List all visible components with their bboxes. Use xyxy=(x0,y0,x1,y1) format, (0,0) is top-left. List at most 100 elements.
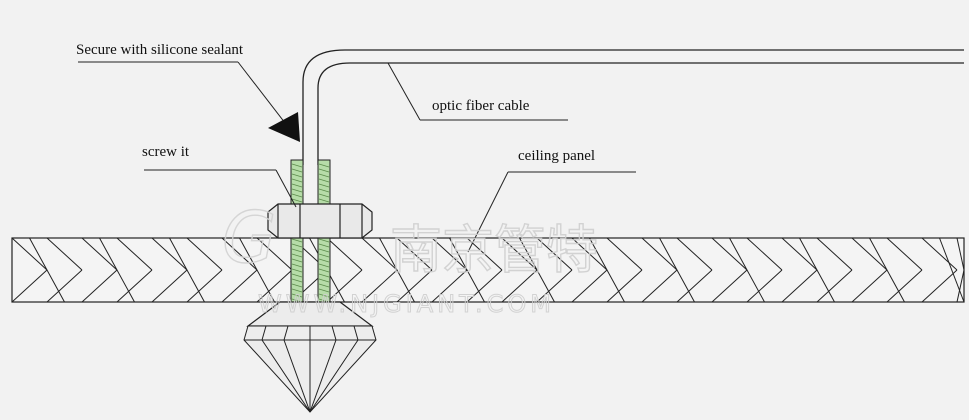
optic-fiber-cable xyxy=(302,49,964,165)
thread-line xyxy=(291,273,303,278)
weave-line xyxy=(501,269,538,303)
thread-line xyxy=(318,238,330,243)
ceiling-panel xyxy=(11,237,965,303)
label-cable: optic fiber cable xyxy=(432,98,530,114)
thread-line xyxy=(318,198,330,203)
weave-line xyxy=(239,237,275,303)
thread-line xyxy=(291,283,303,288)
weave-line xyxy=(781,237,818,271)
thread-line xyxy=(318,253,330,258)
thread-line xyxy=(291,268,303,273)
thread-line xyxy=(291,168,303,173)
thread-line xyxy=(291,248,303,253)
weave-line xyxy=(116,237,153,271)
thread-line xyxy=(291,183,303,188)
thread-line xyxy=(291,263,303,268)
weave-line xyxy=(519,237,555,303)
weave-line xyxy=(29,237,65,303)
callout-sealant: Secure with silicone sealant xyxy=(76,42,300,142)
weave-line xyxy=(536,269,573,303)
thread-line xyxy=(291,278,303,283)
weave-line xyxy=(46,269,83,303)
weave-line xyxy=(536,237,573,271)
weave-line xyxy=(571,237,608,271)
weave-line xyxy=(379,237,415,303)
weave-line xyxy=(361,269,398,303)
weave-line xyxy=(46,237,83,271)
watermark-chinese: 南京管特 xyxy=(390,221,598,281)
thread-line xyxy=(318,243,330,248)
thread-line xyxy=(318,278,330,283)
weave-line xyxy=(676,237,713,271)
weave-line xyxy=(396,237,433,271)
callout-panel: ceiling panel xyxy=(467,148,636,253)
thread-line xyxy=(291,238,303,243)
weave-line xyxy=(11,269,48,303)
watermark-logo: G xyxy=(222,197,276,279)
thread-line xyxy=(291,253,303,258)
weave-line xyxy=(921,237,958,271)
weave-line xyxy=(816,269,853,303)
thread-line xyxy=(318,188,330,193)
weave-line xyxy=(641,237,678,271)
label-panel: ceiling panel xyxy=(518,148,595,164)
thread-line xyxy=(291,288,303,293)
thread-line xyxy=(318,263,330,268)
weave-line xyxy=(186,269,223,303)
thread-line xyxy=(291,178,303,183)
watermark-url: WWW.NJGIANT.COM xyxy=(258,290,555,318)
weave-line xyxy=(396,269,433,303)
weave-line xyxy=(921,269,958,303)
weave-line xyxy=(781,269,818,303)
label-sealant: Secure with silicone sealant xyxy=(76,42,244,58)
weave-line xyxy=(886,269,923,303)
thread-line xyxy=(318,173,330,178)
weave-line xyxy=(956,237,965,271)
thread-line xyxy=(318,288,330,293)
weave-line xyxy=(729,237,765,303)
thread-line xyxy=(318,168,330,173)
weave-line xyxy=(939,237,965,303)
thread-line xyxy=(291,198,303,203)
thread-line xyxy=(291,258,303,263)
weave-line xyxy=(221,269,258,303)
thread-line xyxy=(291,193,303,198)
weave-line xyxy=(571,269,608,303)
weave-line xyxy=(186,237,223,271)
weave-line xyxy=(886,237,923,271)
hex-nut xyxy=(267,203,373,239)
weave-line xyxy=(326,269,363,303)
weave-line xyxy=(361,237,398,271)
weave-line xyxy=(956,269,965,303)
weave-line xyxy=(816,237,853,271)
thread-line xyxy=(318,293,330,298)
thread-line xyxy=(291,173,303,178)
thread-line xyxy=(291,188,303,193)
weave-line xyxy=(81,269,118,303)
weave-line xyxy=(326,237,363,271)
weave-line xyxy=(151,237,188,271)
weave-line xyxy=(851,269,888,303)
thread-line xyxy=(318,178,330,183)
weave-line xyxy=(869,237,905,303)
weave-line xyxy=(746,237,783,271)
thread-line xyxy=(318,273,330,278)
weave-line xyxy=(169,237,205,303)
thread-line xyxy=(291,243,303,248)
weave-line xyxy=(606,269,643,303)
weave-line xyxy=(606,237,643,271)
weave-line xyxy=(81,237,118,271)
thread-line xyxy=(318,193,330,198)
thread-line xyxy=(318,268,330,273)
weave-line xyxy=(501,237,538,271)
thread-line xyxy=(318,183,330,188)
weave-line xyxy=(151,269,188,303)
weave-line xyxy=(449,237,485,303)
weave-line xyxy=(746,269,783,303)
weave-line xyxy=(116,269,153,303)
label-screw: screw it xyxy=(142,144,190,160)
weave-line xyxy=(711,269,748,303)
weave-line xyxy=(641,269,678,303)
thread-line xyxy=(318,283,330,288)
weave-line xyxy=(99,237,135,303)
